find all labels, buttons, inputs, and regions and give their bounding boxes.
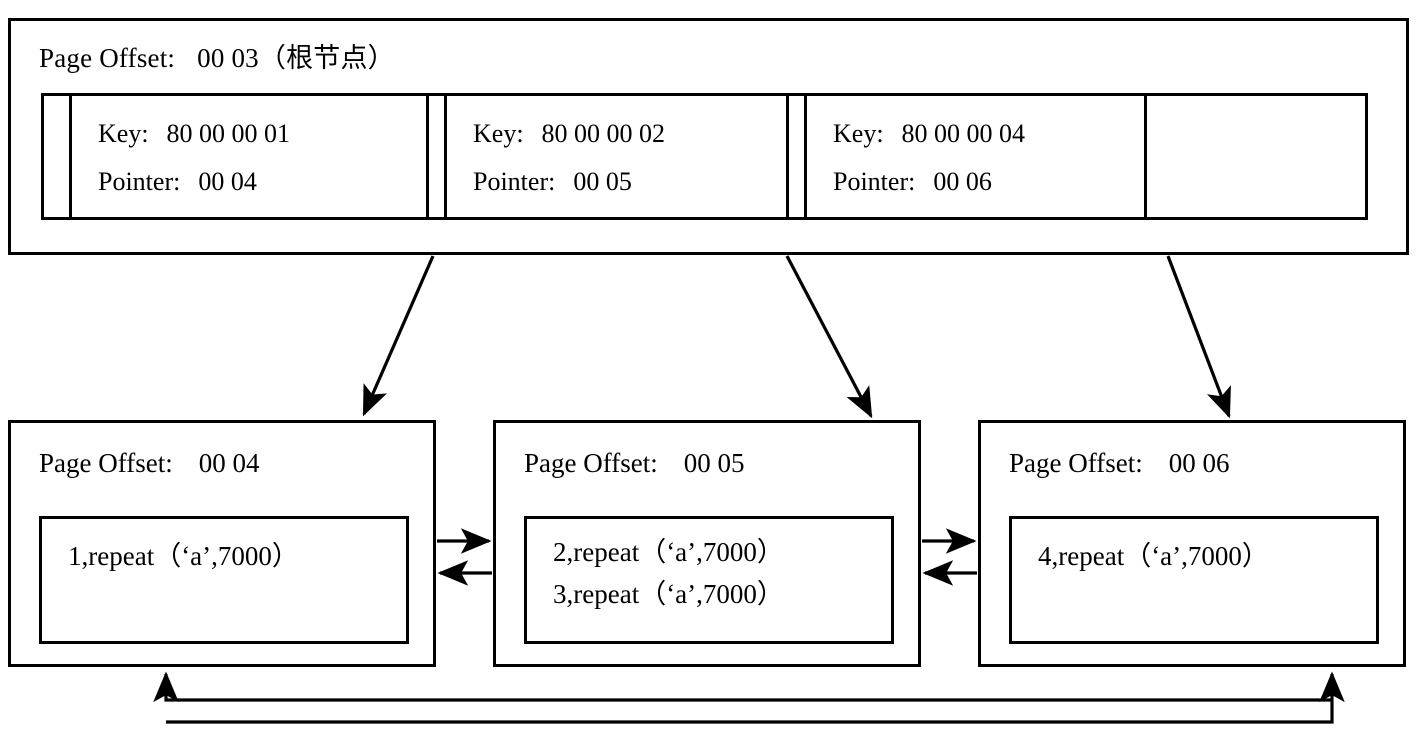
root-page-node: Page Offset: 00 03（根节点） Key: 80 00 00 01 P… [8,18,1409,255]
root-key-value-1: 80 00 00 01 [166,119,291,148]
arrow-root-to-leaf-0005 [785,255,873,419]
leaf-record-0005-2: 3,repeat（‘a’,7000） [553,579,784,609]
arrow-root-to-leaf-0004 [362,255,435,417]
leaf-page-node-0005: Page Offset: 00 05 2,repeat（‘a’,7000） 3,r… [493,420,921,667]
leaf-page-offset-value-0004: 00 04 [198,448,260,478]
root-key-cell-3[interactable]: Key: 80 00 00 04 Pointer: 00 06 [807,96,1147,217]
leaf-record-0005-1: 2,repeat（‘a’,7000） [553,537,784,567]
arrow-root-to-leaf-0006 [1166,255,1231,419]
root-pointer-label-1: Pointer: [98,167,181,196]
root-key-label-2: Key: [473,119,524,148]
leaf-record-box-0005: 2,repeat（‘a’,7000） 3,repeat（‘a’,7000） [524,516,894,644]
root-key-value-3: 80 00 00 04 [901,119,1026,148]
root-key-cell-2[interactable]: Key: 80 00 00 02 Pointer: 00 05 [447,96,789,217]
root-key-cell-1[interactable]: Key: 80 00 00 01 Pointer: 00 04 [72,96,429,217]
root-page-offset: Page Offset: 00 03（根节点） [39,43,395,73]
root-key-row-1: Key: 80 00 00 01 [98,120,290,148]
root-page-offset-value: 00 03（根节点） [197,43,395,73]
root-pointer-value-3: 00 06 [933,167,992,196]
leaf-page-offset-value-0005: 00 05 [683,448,745,478]
root-cell-divider-left [44,96,72,217]
leaf-page-offset-label-0005: Page Offset: [524,448,658,478]
root-key-label-3: Key: [833,119,884,148]
root-key-row-3: Key: 80 00 00 04 [833,120,1025,148]
root-cell-divider-1 [429,96,447,217]
leaf-page-offset-value-0006: 00 06 [1168,448,1230,478]
root-page-offset-label: Page Offset: [39,43,176,73]
leaf-record-0006-1: 4,repeat（‘a’,7000） [1038,541,1269,571]
leaf-page-node-0004: Page Offset: 00 04 1,repeat（‘a’,7000） [8,420,436,667]
root-key-value-2: 80 00 00 02 [541,119,666,148]
root-key-cell-empty[interactable] [1147,96,1365,217]
leaf-page-offset-0005: Page Offset: 00 05 [524,448,744,478]
root-pointer-label-2: Pointer: [473,167,556,196]
leaf-record-box-0004: 1,repeat（‘a’,7000） [39,516,409,644]
root-key-label-1: Key: [98,119,149,148]
root-pointer-row-3: Pointer: 00 06 [833,168,992,196]
leaf-record-0004-1: 1,repeat（‘a’,7000） [68,541,299,571]
root-pointer-row-2: Pointer: 00 05 [473,168,632,196]
leaf-page-offset-0004: Page Offset: 00 04 [39,448,259,478]
root-key-table: Key: 80 00 00 01 Pointer: 00 04 Key: 80 00 … [41,93,1368,220]
leaf-page-node-0006: Page Offset: 00 06 4,repeat（‘a’,7000） [978,420,1406,667]
arrow-bottom-loop-to-leaf-0004 [153,671,1332,703]
leaf-page-offset-label-0006: Page Offset: [1009,448,1143,478]
arrow-bottom-loop-to-leaf-0006 [166,671,1345,724]
leaf-record-box-0006: 4,repeat（‘a’,7000） [1009,516,1379,644]
root-cell-divider-2 [789,96,807,217]
root-pointer-label-3: Pointer: [833,167,916,196]
leaf-page-offset-0006: Page Offset: 00 06 [1009,448,1229,478]
root-pointer-value-1: 00 04 [198,167,257,196]
root-pointer-row-1: Pointer: 00 04 [98,168,257,196]
leaf-page-offset-label-0004: Page Offset: [39,448,173,478]
root-key-row-2: Key: 80 00 00 02 [473,120,665,148]
root-pointer-value-2: 00 05 [573,167,632,196]
